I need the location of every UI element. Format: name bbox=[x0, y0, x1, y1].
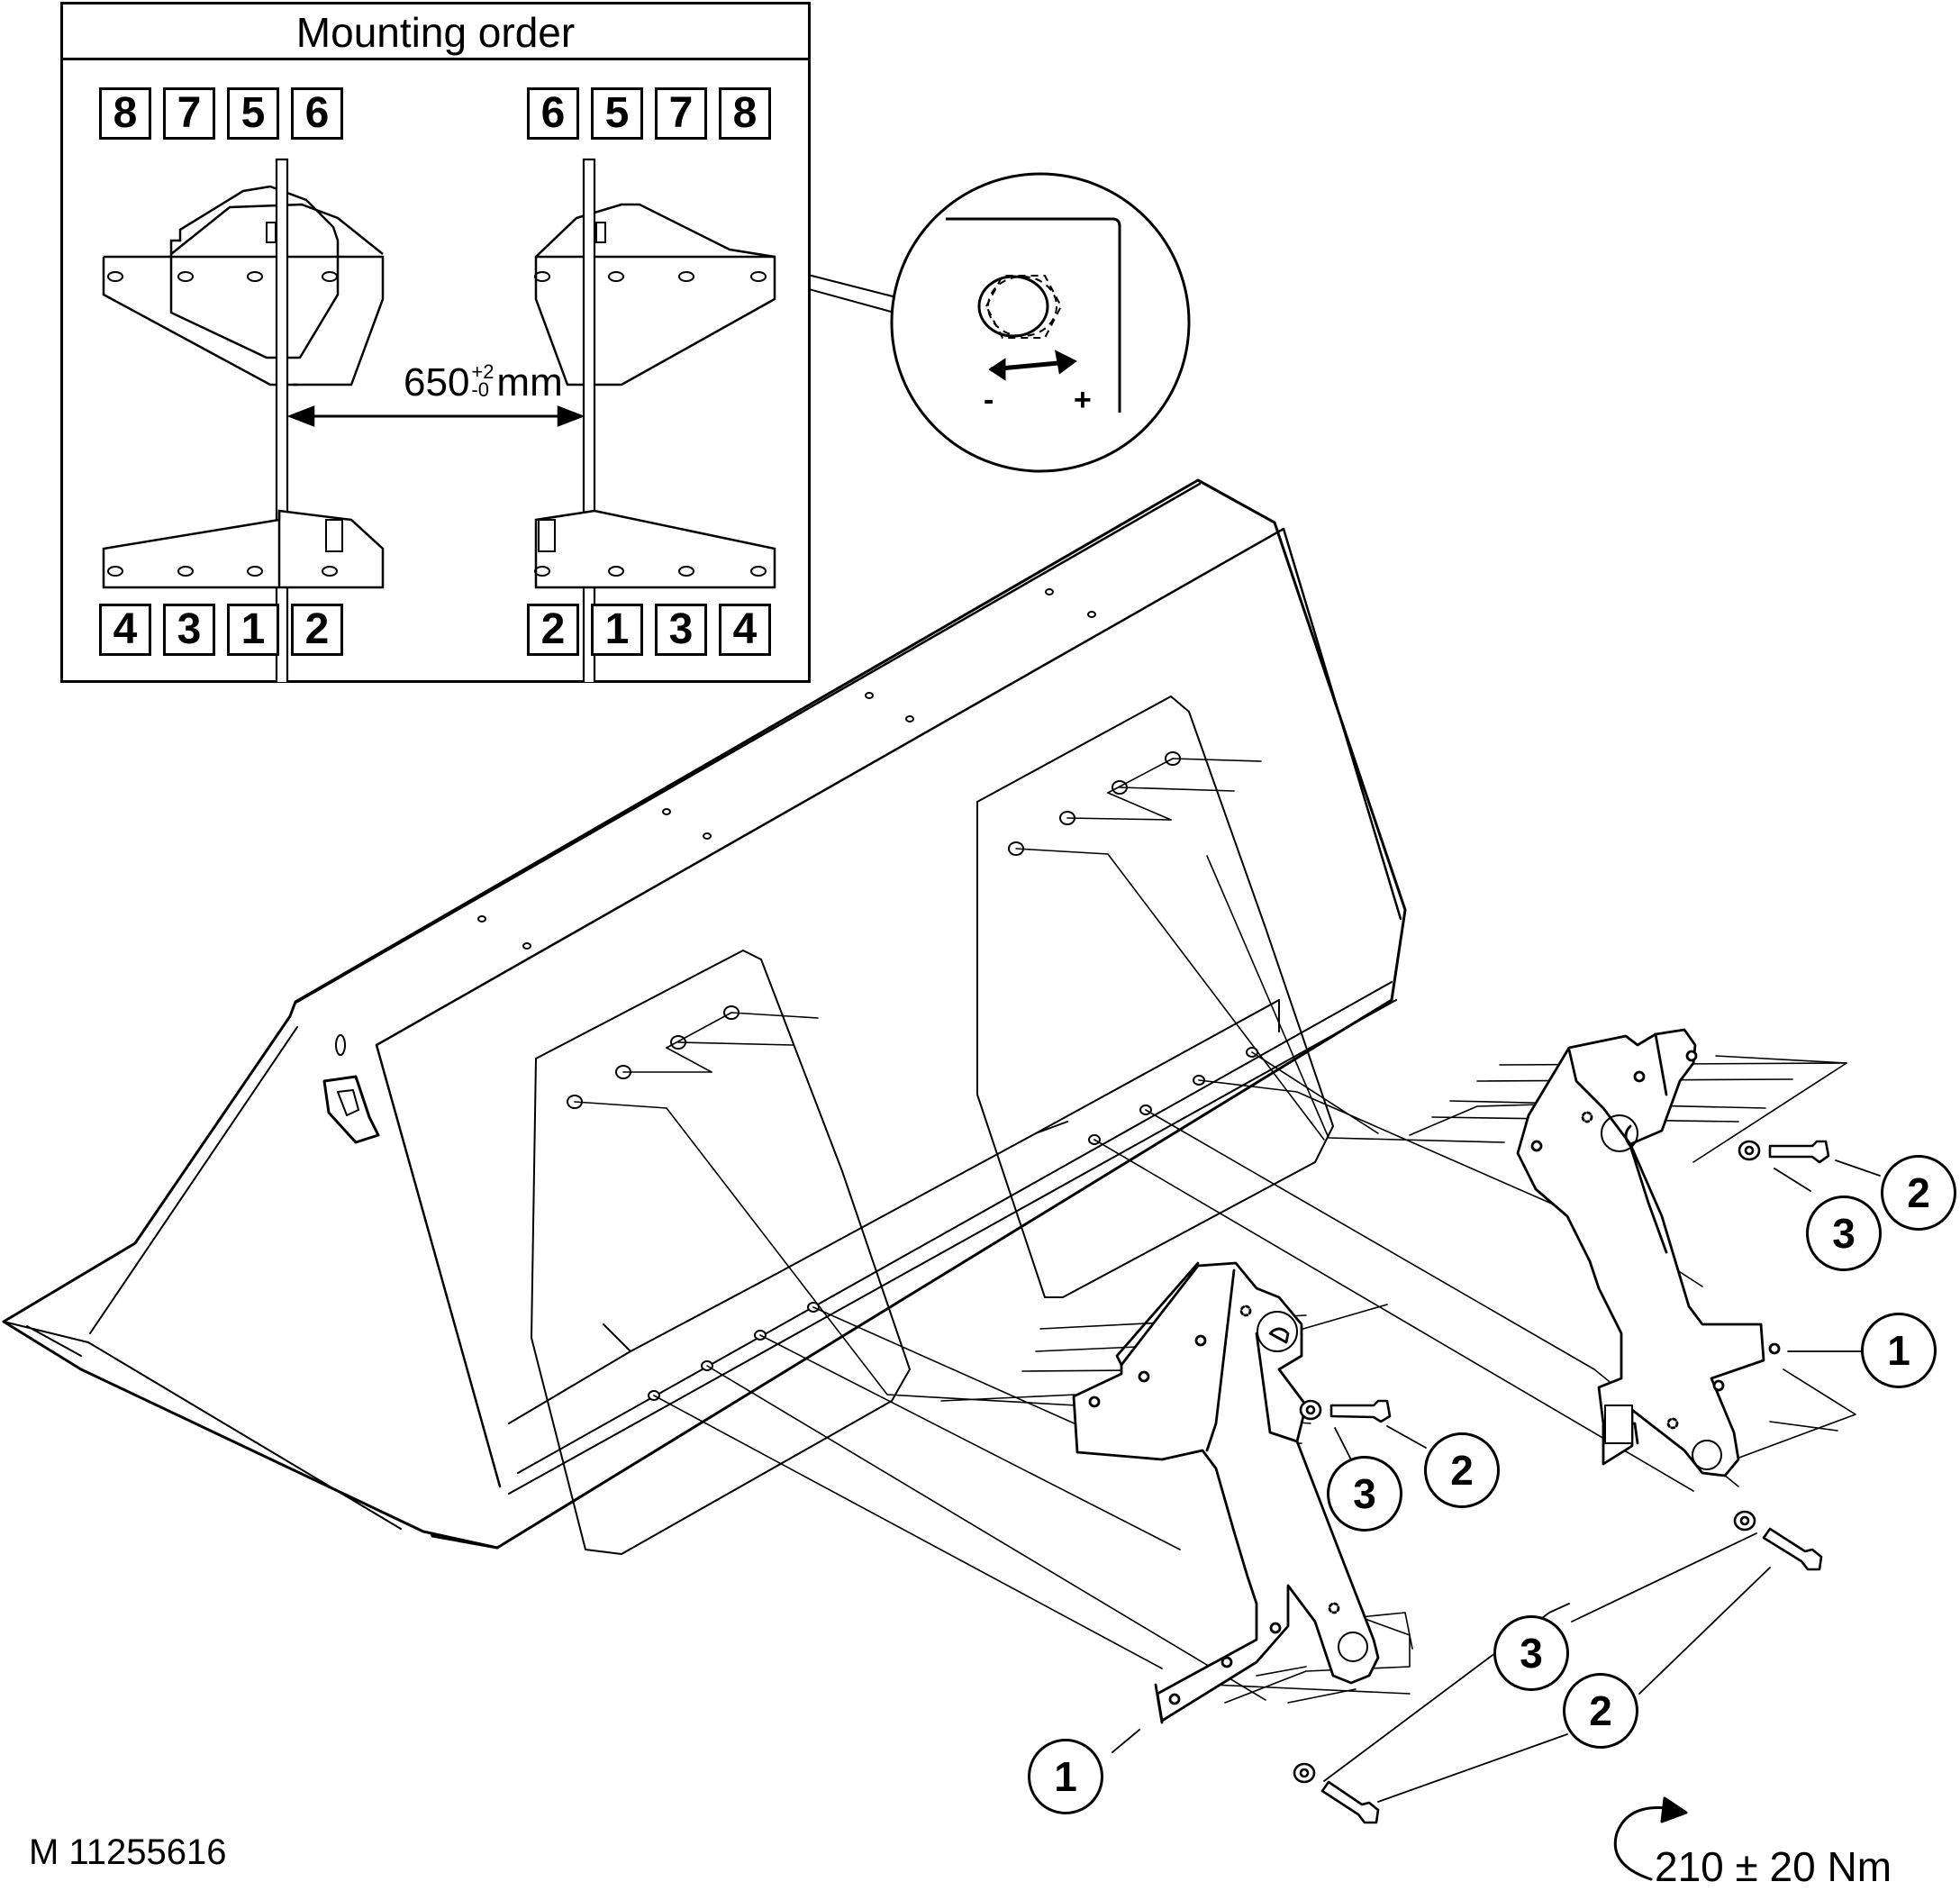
order-box: 3 bbox=[655, 604, 707, 656]
double-arrow-icon bbox=[988, 350, 1077, 381]
panel-title: Mounting order bbox=[63, 5, 808, 60]
adjust-minus-label: - bbox=[984, 383, 994, 417]
bucket bbox=[2, 478, 1407, 1555]
callout-3: 3 bbox=[1806, 1195, 1882, 1271]
document-id: M 11255616 bbox=[29, 1832, 227, 1872]
dimension-tolerance: +2-0 bbox=[469, 360, 496, 400]
right-bracket-bottom bbox=[534, 509, 776, 589]
order-box: 7 bbox=[655, 87, 707, 140]
order-box: 6 bbox=[291, 87, 343, 140]
torque-arrow-icon bbox=[1613, 1796, 1688, 1881]
bracket-rear bbox=[1516, 1028, 1781, 1477]
dimension-arrow bbox=[286, 405, 585, 427]
callout-2: 2 bbox=[1424, 1432, 1500, 1508]
left-bracket-top bbox=[102, 158, 385, 682]
order-box: 5 bbox=[227, 87, 279, 140]
order-box: 8 bbox=[99, 87, 151, 140]
order-box: 2 bbox=[291, 604, 343, 656]
left-bracket-bottom bbox=[102, 509, 385, 589]
order-box: 8 bbox=[719, 87, 771, 140]
mounting-order-panel: Mounting order bbox=[60, 2, 811, 683]
order-box: 2 bbox=[527, 604, 579, 656]
order-bottom-left: 4 3 1 2 bbox=[99, 604, 343, 656]
mounting-order-sketch bbox=[102, 158, 776, 682]
order-top-left: 8 7 5 6 bbox=[99, 87, 343, 140]
order-bottom-right: 2 1 3 4 bbox=[527, 604, 771, 656]
tolerance-minus: -0 bbox=[471, 378, 489, 401]
callout-3: 3 bbox=[1327, 1456, 1402, 1532]
callout-1: 1 bbox=[1028, 1739, 1103, 1814]
order-top-right: 6 5 7 8 bbox=[527, 87, 771, 140]
order-box: 1 bbox=[591, 604, 643, 656]
dimension-value: 650 bbox=[404, 360, 470, 405]
callout-2: 2 bbox=[1563, 1673, 1638, 1749]
torque-spec: 210 ± 20 Nm bbox=[1655, 1843, 1892, 1890]
adjust-plus-label: + bbox=[1074, 383, 1092, 417]
order-box: 1 bbox=[227, 604, 279, 656]
order-box: 3 bbox=[163, 604, 215, 656]
order-box: 7 bbox=[163, 87, 215, 140]
leader-lines bbox=[1112, 1159, 1881, 1803]
adjustment-detail bbox=[890, 172, 1191, 473]
callout-1: 1 bbox=[1861, 1313, 1937, 1388]
dimension-unit: mm bbox=[496, 360, 563, 405]
order-box: 4 bbox=[99, 604, 151, 656]
callout-2: 2 bbox=[1881, 1155, 1956, 1231]
fasteners bbox=[1293, 1140, 1830, 1824]
nut-outline-icon bbox=[985, 275, 1063, 339]
callout-3: 3 bbox=[1493, 1615, 1569, 1691]
order-box: 6 bbox=[527, 87, 579, 140]
bracket-front bbox=[1072, 1261, 1380, 1724]
tolerance-plus: +2 bbox=[471, 360, 495, 383]
order-box: 4 bbox=[719, 604, 771, 656]
order-box: 5 bbox=[591, 87, 643, 140]
